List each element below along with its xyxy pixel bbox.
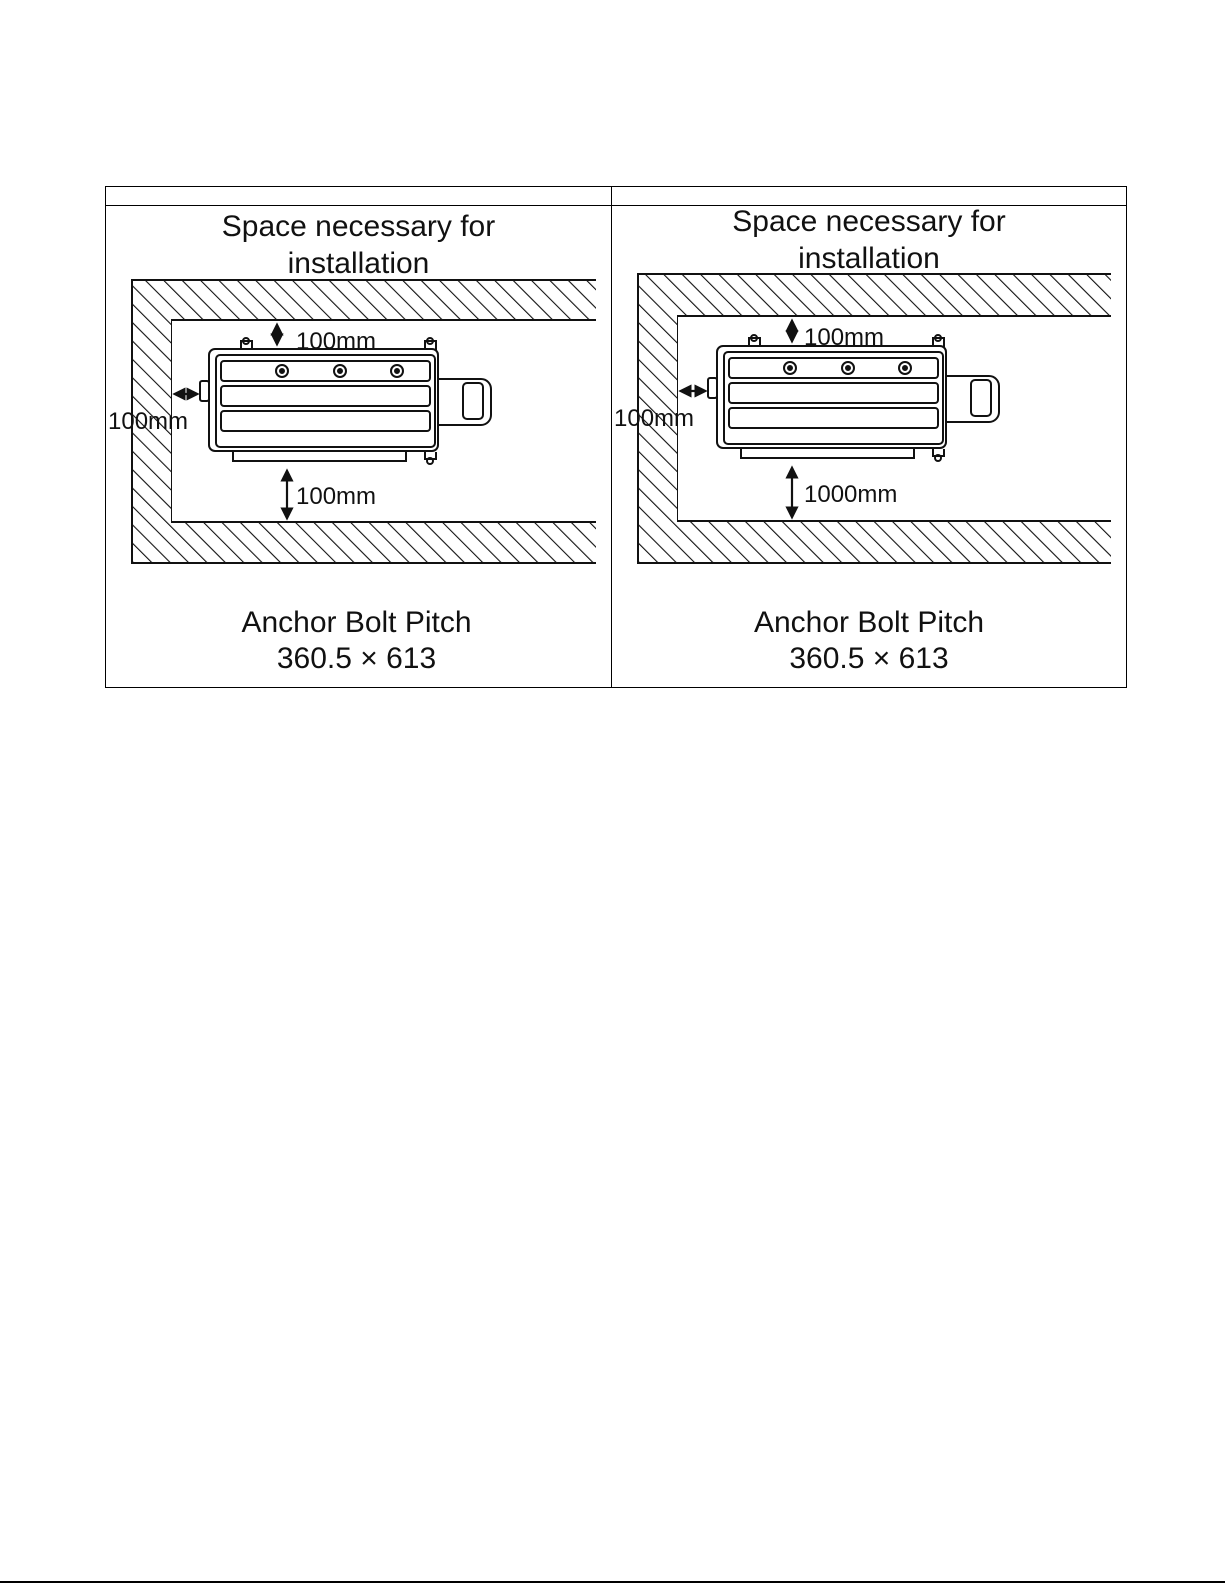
side-clearance-label: 100mm — [108, 408, 188, 435]
top-clearance-label: 100mm — [804, 324, 884, 351]
caption-line-2: 360.5 × 613 — [104, 641, 609, 677]
caption-line-1: Anchor Bolt Pitch — [612, 605, 1126, 641]
installation-space-table: Space necessary for installation — [105, 186, 1127, 688]
panel-caption: Anchor Bolt Pitch 360.5 × 613 — [612, 605, 1126, 677]
panel-right: Space necessary for installation — [612, 205, 1126, 687]
caption-line-2: 360.5 × 613 — [612, 641, 1126, 677]
top-clearance-label: 100mm — [296, 328, 376, 355]
side-clearance-label: 100mm — [614, 405, 694, 432]
caption-line-1: Anchor Bolt Pitch — [104, 605, 609, 641]
bottom-clearance-label: 100mm — [296, 483, 376, 510]
panel-left: Space necessary for installation — [106, 205, 611, 687]
bottom-clearance-label: 1000mm — [804, 481, 897, 508]
panel-caption: Anchor Bolt Pitch 360.5 × 613 — [104, 605, 609, 677]
page-bottom-rule — [0, 1581, 1225, 1583]
